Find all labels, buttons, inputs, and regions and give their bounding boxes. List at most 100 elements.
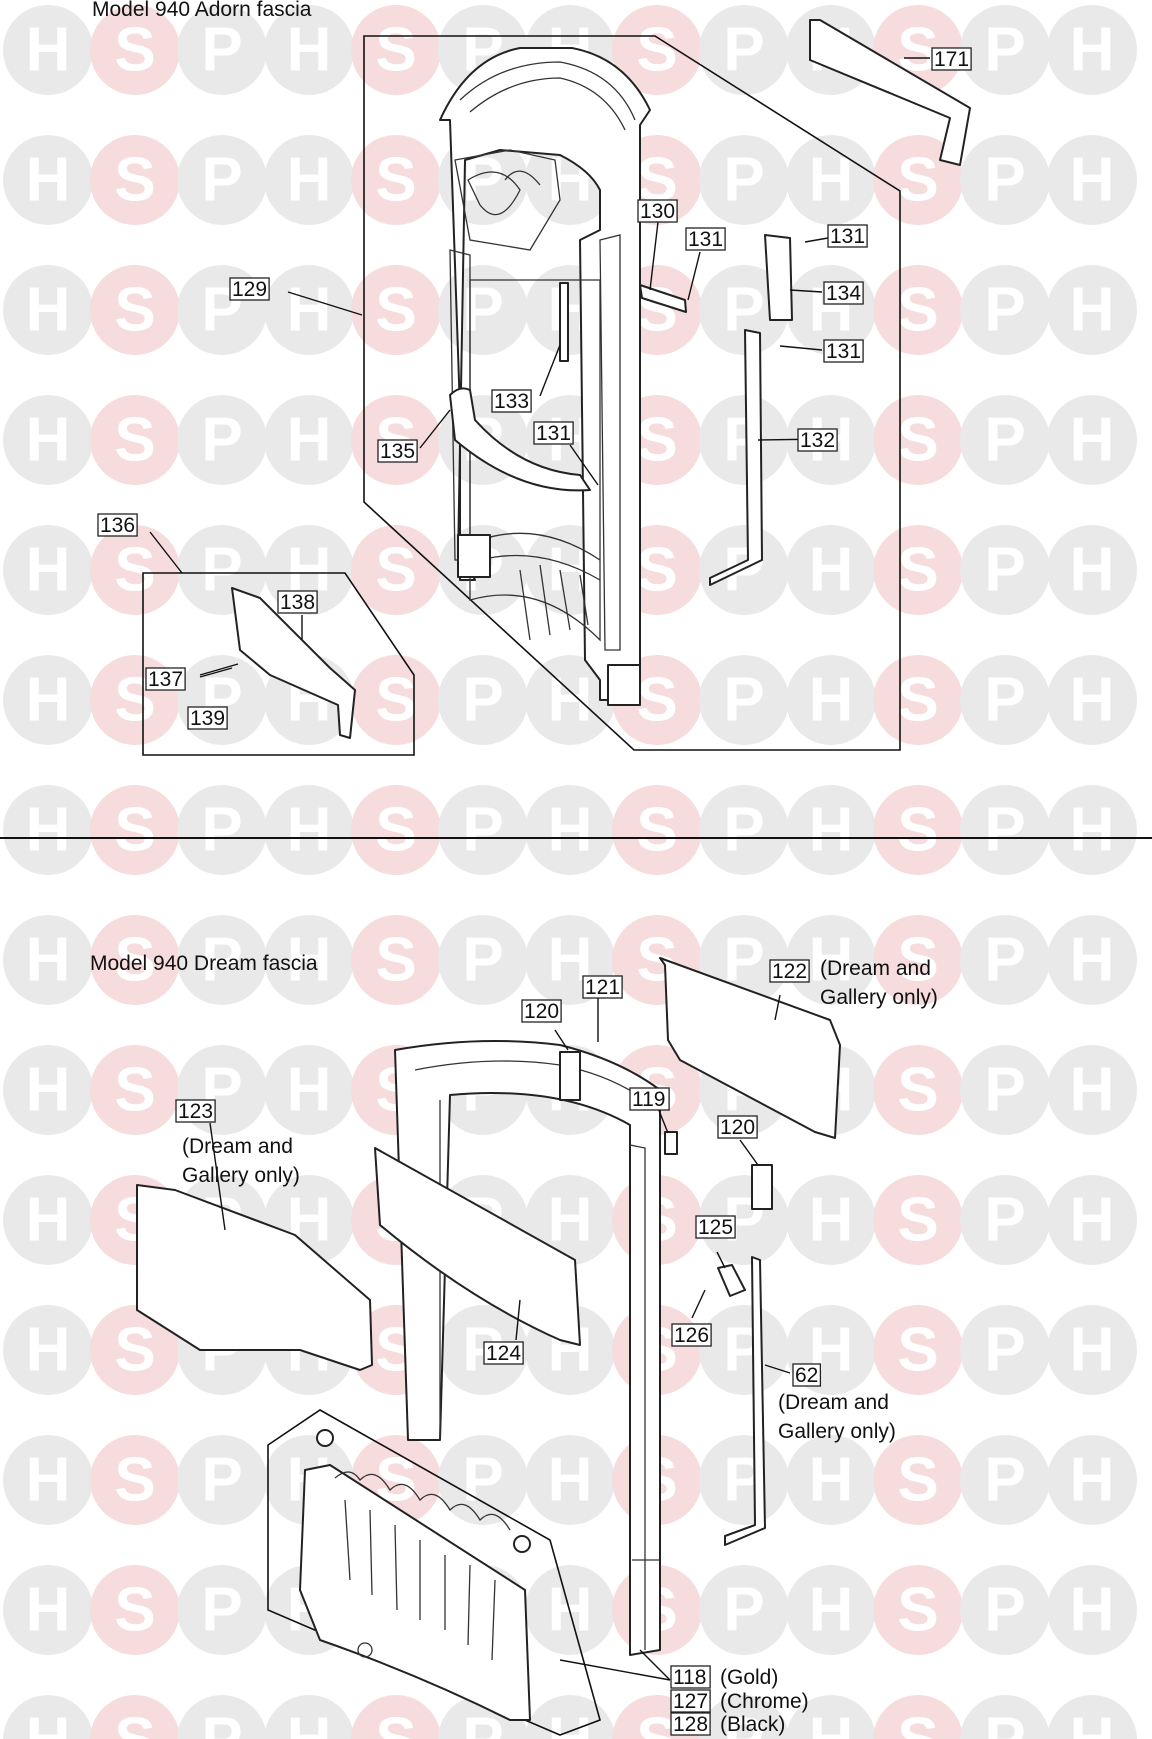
callout-c127-note: (Chrome)	[720, 1690, 809, 1713]
watermark-letter: H	[287, 796, 332, 865]
watermark-circle	[960, 1175, 1050, 1265]
callout-text: 131	[826, 340, 861, 363]
watermark-circle	[264, 915, 354, 1005]
watermark-circle	[873, 785, 963, 875]
callout-c124: 124	[483, 1341, 524, 1365]
watermark-circle	[177, 915, 267, 1005]
watermark-letter: S	[375, 1706, 416, 1739]
callout-text: 138	[280, 591, 315, 614]
callout-box	[670, 1689, 711, 1713]
callout-box	[277, 590, 318, 614]
callout-text: 129	[232, 278, 267, 301]
watermark-letter: H	[26, 276, 71, 345]
watermark-circle	[3, 1045, 93, 1135]
watermark-letter: H	[1070, 666, 1115, 735]
watermark-letter: H	[1070, 1446, 1115, 1515]
watermark-circle	[873, 1045, 963, 1135]
part-125-clip	[717, 1264, 746, 1297]
watermark-letter: S	[375, 146, 416, 215]
watermark-letter: S	[636, 666, 677, 735]
watermark-letter: P	[984, 1056, 1025, 1125]
callout-text: 131	[830, 225, 865, 248]
callout-box	[483, 1341, 524, 1365]
watermark-circle	[525, 655, 615, 745]
watermark-circle	[960, 655, 1050, 745]
watermark-circle	[960, 265, 1050, 355]
callout-c120a: 120	[521, 999, 562, 1023]
watermark-circle	[351, 135, 441, 225]
watermark-circle	[90, 525, 180, 615]
watermark-circle	[612, 785, 702, 875]
watermark-circle	[264, 135, 354, 225]
watermark-letter: S	[375, 16, 416, 85]
watermark-circle	[1047, 1435, 1137, 1525]
watermark-circle	[960, 1045, 1050, 1135]
watermark-letter: P	[984, 16, 1025, 85]
watermark-letter: S	[375, 666, 416, 735]
watermark-circle	[873, 1435, 963, 1525]
watermark-circle	[1047, 1565, 1137, 1655]
watermark-circle	[3, 1305, 93, 1395]
part-133-bar	[559, 282, 569, 362]
watermark-circle	[1047, 915, 1137, 1005]
watermark-letter: H	[26, 146, 71, 215]
watermark-circle	[873, 1565, 963, 1655]
watermark-letter: P	[201, 146, 242, 215]
callout-c133: 133	[491, 389, 532, 413]
watermark-circle	[264, 395, 354, 485]
callout-text: Gallery only)	[820, 986, 938, 1009]
watermark-circle	[699, 1565, 789, 1655]
watermark-letter: H	[26, 16, 71, 85]
watermark-circle	[1047, 265, 1137, 355]
watermark-letter: H	[287, 276, 332, 345]
watermark-circle	[525, 785, 615, 875]
watermark-circle	[612, 5, 702, 95]
watermark-circle	[3, 395, 93, 485]
watermark-circle	[351, 265, 441, 355]
callout-text: 126	[674, 1324, 709, 1347]
watermark-circle	[90, 915, 180, 1005]
callout-c122-note1: (Dream and	[820, 957, 931, 980]
watermark-circle	[786, 785, 876, 875]
watermark-circle	[90, 1695, 180, 1739]
callout-c123: 123	[175, 1099, 216, 1123]
watermark-circle	[873, 1175, 963, 1265]
watermark-circle	[438, 1305, 528, 1395]
watermark-circle	[1047, 1305, 1137, 1395]
watermark-letter: H	[287, 926, 332, 995]
callout-c131d: 131	[533, 421, 574, 445]
watermark-letter: P	[723, 1576, 764, 1645]
watermark-letter: P	[984, 1446, 1025, 1515]
watermark-letter: H	[26, 1576, 71, 1645]
callout-c171: 171	[931, 47, 972, 71]
callout-text: 120	[720, 1116, 755, 1139]
watermark-letter: H	[1070, 16, 1115, 85]
watermark-letter: P	[462, 796, 503, 865]
watermark-letter: P	[984, 666, 1025, 735]
watermark-circle	[960, 135, 1050, 225]
adorn-frame-outline	[363, 35, 901, 751]
watermark-letter: P	[201, 1706, 242, 1739]
watermark-circle	[90, 5, 180, 95]
watermark-circle	[786, 1175, 876, 1265]
watermark-circle	[960, 915, 1050, 1005]
watermark-circle	[351, 5, 441, 95]
watermark-letter: H	[26, 926, 71, 995]
part-120-bracket-a	[559, 1051, 581, 1101]
callout-text: 124	[486, 1342, 521, 1365]
callout-text: 139	[190, 707, 225, 730]
watermark-circle	[1047, 525, 1137, 615]
part-119-clip	[664, 1131, 678, 1155]
watermark-circle	[438, 655, 528, 745]
callout-text: 125	[698, 1216, 733, 1239]
watermark-letter: S	[897, 1186, 938, 1255]
callout-text: 136	[100, 514, 135, 537]
callout-c119: 119	[629, 1087, 670, 1111]
watermark-letter: H	[548, 1186, 593, 1255]
watermark-letter: H	[548, 1446, 593, 1515]
callout-text: (Dream and	[778, 1391, 889, 1414]
callout-c131c: 131	[823, 339, 864, 363]
callout-text: 128	[673, 1713, 708, 1736]
watermark-circle	[3, 135, 93, 225]
watermark-circle	[1047, 395, 1137, 485]
